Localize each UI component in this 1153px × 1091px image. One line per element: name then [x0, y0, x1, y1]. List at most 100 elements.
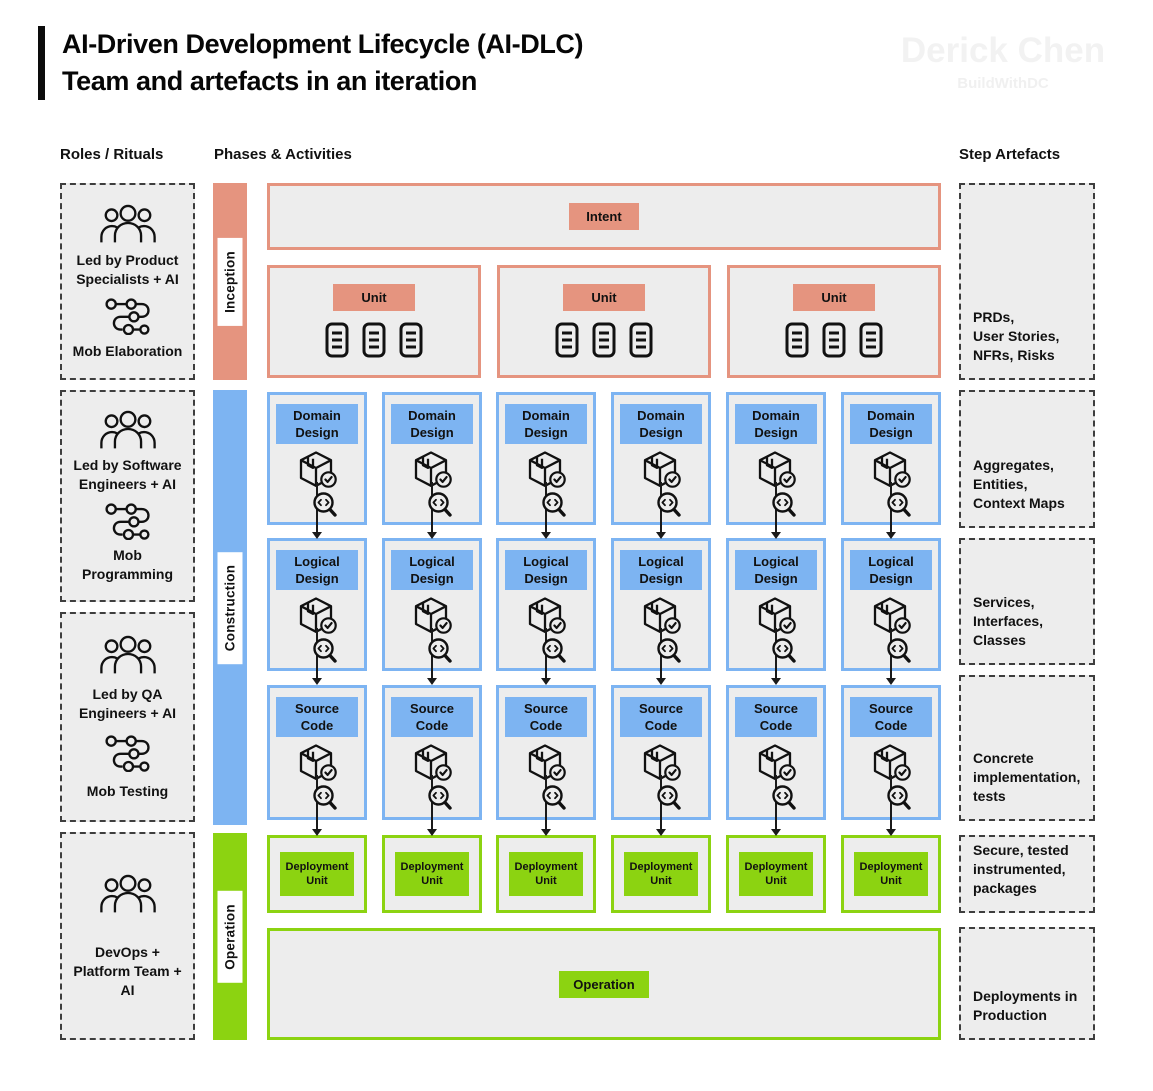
- activity-cell-label: Source Code: [850, 697, 932, 737]
- deployment-unit-box: Deployment Unit: [841, 835, 941, 913]
- watermark: Derick Chen BuildWithDC: [878, 32, 1128, 93]
- code-magnifier-icon: [657, 492, 681, 517]
- code-magnifier-icon: [428, 638, 452, 663]
- activity-cell: Domain Design: [496, 392, 596, 539]
- deployment-unit-label: Deployment Unit: [280, 852, 354, 896]
- roles-rituals-header: Roles / Rituals: [60, 146, 164, 163]
- activity-cell-label: Domain Design: [620, 404, 702, 444]
- activity-cell: Source Code: [496, 685, 596, 836]
- activity-cell-label: Source Code: [505, 697, 587, 737]
- code-magnifier-icon: [542, 785, 566, 810]
- unit-box: Unit: [497, 265, 711, 378]
- unit-docs: [784, 321, 884, 359]
- artefact-label: Aggregates, Entities, Context Maps: [973, 457, 1065, 511]
- intent-box: Intent: [267, 183, 941, 250]
- artefact-label: PRDs, User Stories, NFRs, Risks: [973, 309, 1060, 363]
- activity-cell-label: Logical Design: [276, 550, 358, 590]
- artefact-box-deployments: Deployments in Production: [959, 927, 1095, 1040]
- phase-bar-construction: Construction: [213, 390, 247, 825]
- code-magnifier-icon: [657, 785, 681, 810]
- activity-cell: Logical Design: [611, 538, 711, 685]
- deployment-row: Deployment Unit Deployment Unit Deployme…: [267, 835, 941, 913]
- unit-docs: [324, 321, 424, 359]
- unit-label: Unit: [563, 284, 645, 311]
- activity-cell-label: Logical Design: [850, 550, 932, 590]
- document-icon: [629, 322, 653, 358]
- activity-cell: Domain Design: [267, 392, 367, 539]
- deployment-unit-box: Deployment Unit: [496, 835, 596, 913]
- activity-cell: Source Code: [841, 685, 941, 836]
- role-box-product: Led by Product Specialists + AI Mob Elab…: [60, 183, 195, 380]
- activity-cell: Logical Design: [841, 538, 941, 685]
- code-magnifier-icon: [772, 638, 796, 663]
- artefact-box-prds: PRDs, User Stories, NFRs, Risks: [959, 183, 1095, 380]
- activity-cell-label: Logical Design: [620, 550, 702, 590]
- activity-cell-label: Domain Design: [505, 404, 587, 444]
- document-icon: [592, 322, 616, 358]
- team-people-icon: [99, 875, 156, 913]
- artefact-label: Secure, tested instrumented, packages: [973, 842, 1069, 896]
- team-label: Led by Software Engineers + AI: [73, 457, 182, 492]
- package-check-icon: [758, 744, 796, 781]
- activity-cell-label: Logical Design: [735, 550, 817, 590]
- operation-label: Operation: [559, 970, 649, 998]
- code-magnifier-icon: [772, 492, 796, 517]
- activity-cell: Logical Design: [382, 538, 482, 685]
- activity-cell-label: Domain Design: [391, 404, 473, 444]
- deployment-unit-label: Deployment Unit: [739, 852, 813, 896]
- operation-box: Operation: [267, 928, 941, 1040]
- team-label: DevOps + Platform Team + AI: [73, 943, 182, 998]
- activity-cell-label: Domain Design: [276, 404, 358, 444]
- activity-cell: Logical Design: [496, 538, 596, 685]
- mob-workflow-icon: [104, 298, 150, 336]
- role-box-qa: Led by QA Engineers + AI Mob Testing: [60, 612, 195, 822]
- units-row: Unit Unit Unit: [267, 265, 941, 378]
- artefact-box-aggregates: Aggregates, Entities, Context Maps: [959, 390, 1095, 528]
- document-icon: [785, 322, 809, 358]
- activity-cell-label: Source Code: [735, 697, 817, 737]
- page-title-line1: AI-Driven Development Lifecycle (AI-DLC): [62, 29, 584, 59]
- document-icon: [859, 322, 883, 358]
- code-magnifier-icon: [542, 492, 566, 517]
- ritual-label: Mob Testing: [86, 782, 169, 799]
- title-accent-bar: [38, 26, 45, 100]
- document-icon: [822, 322, 846, 358]
- mob-workflow-icon: [104, 503, 150, 540]
- artefact-box-implementation: Concrete implementation, tests: [959, 675, 1095, 821]
- page-title-line2: Team and artefacts in an iteration: [62, 66, 478, 96]
- activity-cell: Domain Design: [382, 392, 482, 539]
- deployment-unit-box: Deployment Unit: [267, 835, 367, 913]
- activity-cell-label: Source Code: [276, 697, 358, 737]
- watermark-handle: BuildWithDC: [957, 75, 1049, 92]
- deployment-unit-label: Deployment Unit: [509, 852, 583, 896]
- activity-cell-label: Domain Design: [850, 404, 932, 444]
- activity-cell: Source Code: [726, 685, 826, 836]
- document-icon: [362, 322, 386, 358]
- package-check-icon: [528, 597, 566, 634]
- code-magnifier-icon: [313, 492, 337, 517]
- unit-box: Unit: [267, 265, 481, 378]
- activity-cell: Domain Design: [841, 392, 941, 539]
- code-magnifier-icon: [428, 785, 452, 810]
- artefact-box-packages: Secure, tested instrumented, packages: [959, 835, 1095, 913]
- activity-cell-label: Domain Design: [735, 404, 817, 444]
- activity-cell-label: Logical Design: [391, 550, 473, 590]
- code-magnifier-icon: [657, 638, 681, 663]
- construction-grid: Domain Design Logical Design: [267, 392, 941, 842]
- activity-cell: Domain Design: [611, 392, 711, 539]
- phases-activities-header: Phases & Activities: [214, 146, 352, 163]
- phase-bar-operation: Operation: [213, 833, 247, 1040]
- activity-cell: Source Code: [382, 685, 482, 836]
- activity-cell-label: Source Code: [391, 697, 473, 737]
- phase-bar-inception: Inception: [213, 183, 247, 380]
- unit-docs: [554, 321, 654, 359]
- intent-label: Intent: [569, 203, 639, 230]
- mob-workflow-icon: [104, 735, 150, 773]
- code-magnifier-icon: [887, 785, 911, 810]
- unit-label: Unit: [333, 284, 415, 311]
- document-icon: [555, 322, 579, 358]
- unit-label: Unit: [793, 284, 875, 311]
- activity-cell: Logical Design: [267, 538, 367, 685]
- code-magnifier-icon: [887, 492, 911, 517]
